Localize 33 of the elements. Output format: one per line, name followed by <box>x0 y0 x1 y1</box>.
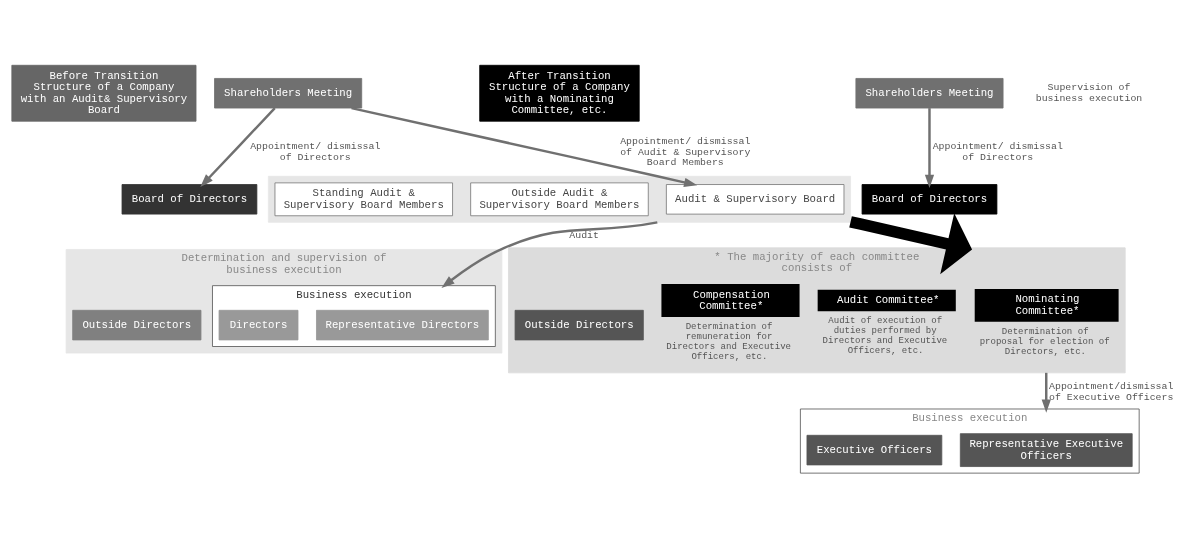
node-box: Board of Directors <box>121 184 258 215</box>
node-box: Outside Directors <box>514 309 644 341</box>
node-box: Executive Officers <box>806 434 943 466</box>
node-box: Outside Directors <box>72 309 202 341</box>
node-box: Audit Committee* <box>817 289 956 312</box>
node-box: Nominating Committee* <box>974 288 1119 322</box>
node-box: Shareholders Meeting <box>214 78 363 109</box>
node-box: Standing Audit & Supervisory Board Members <box>274 182 453 217</box>
arrow <box>441 221 658 288</box>
arrow <box>849 213 973 275</box>
edge-label: Appointment/ dismissal of Directors <box>932 141 1063 163</box>
node-box: Representative Executive Officers <box>959 433 1133 467</box>
node-box: Representative Directors <box>316 309 489 341</box>
arrow <box>924 108 935 189</box>
arrow <box>1041 372 1051 413</box>
edge-label: Appointment/ dismissal of Directors <box>250 141 381 163</box>
node-box: Shareholders Meeting <box>855 78 1004 109</box>
node-box: Directors <box>218 309 299 341</box>
node-box: Audit & Supervisory Board <box>665 184 845 215</box>
arrow <box>200 107 276 187</box>
edge-label: Audit <box>569 230 599 242</box>
edge-label: Appointment/dismissal of Executive Officers <box>1049 380 1174 403</box>
node-label: Determination of proposal for election of Directors, etc. <box>979 326 1110 357</box>
node-label: Audit of execution of duties performed by Directors and Executive Officers, etc. <box>822 315 948 356</box>
label: Supervision of business execution <box>1035 82 1143 105</box>
node-box: Before Transition Structure of a Company with an Audit& Supervisory Board <box>11 64 197 122</box>
node-box: Outside Audit & Supervisory Board Members <box>470 182 649 217</box>
node-box: After Transition Structure of a Company with a Nominating Committee, etc. <box>479 64 640 122</box>
node-label: Determination of remuneration for Directors and Executive Officers, etc. <box>666 321 792 362</box>
edge-label: Appointment/ dismissal of Audit & Supervisory Board Members <box>620 135 751 169</box>
arrow <box>351 106 698 187</box>
node-box: Board of Directors <box>861 184 998 215</box>
node-box: Compensation Committee* <box>661 284 800 317</box>
